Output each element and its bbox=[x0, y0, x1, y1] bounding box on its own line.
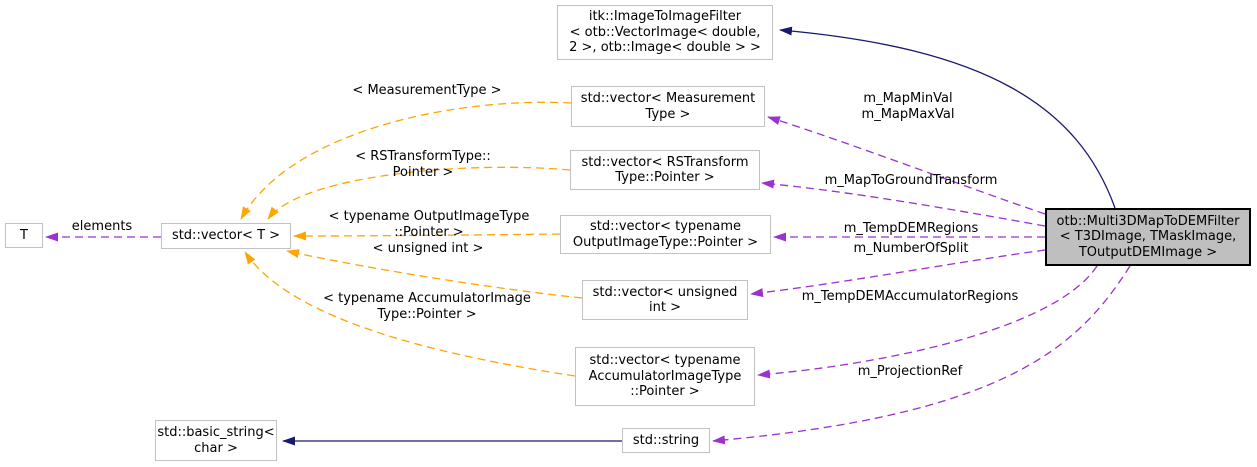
node-itk-imagetoimagefilter[interactable]: itk::ImageToImageFilter < otb::VectorIma… bbox=[557, 5, 773, 60]
node-std-vector-measurementtype[interactable]: std::vector< Measurement Type > bbox=[571, 86, 765, 127]
edge-label-projectionref: m_ProjectionRef bbox=[857, 364, 963, 379]
edge-label-outputimagetype-pointer: < typename OutputImageType ::Pointer > bbox=[328, 209, 530, 240]
edge-label-measurementtype: < MeasurementType > bbox=[352, 83, 502, 98]
node-std-string[interactable]: std::string bbox=[622, 428, 710, 453]
edge-usage-main-to-rstransform bbox=[761, 179, 1046, 227]
edge-template-accumulator-to-vectort bbox=[244, 251, 576, 377]
node-otb-multi3dmaptodemfilter[interactable]: otb::Multi3DMapToDEMFilter < T3DImage, T… bbox=[1045, 208, 1251, 266]
edge-template-unsigned-to-vectort bbox=[286, 249, 583, 299]
edge-usage-main-to-measurement bbox=[767, 116, 1046, 215]
edge-label-rstransformtype-pointer: < RSTransformType:: Pointer > bbox=[355, 149, 491, 180]
node-std-vector-accumulatorimagetype-pointer[interactable]: std::vector< typename AccumulatorImageTy… bbox=[575, 347, 755, 406]
edge-inheritance-main-to-itkfilter bbox=[779, 26, 1116, 209]
edge-label-maptogroundtransform: m_MapToGroundTransform bbox=[824, 173, 998, 188]
node-std-vector-t[interactable]: std::vector< T > bbox=[161, 223, 291, 249]
edge-usage-main-to-string bbox=[712, 265, 1131, 445]
edge-template-measurement-to-vectort bbox=[240, 101, 572, 220]
edge-label-unsigned-int: < unsigned int > bbox=[372, 241, 484, 256]
edge-label-elements: elements bbox=[71, 219, 133, 234]
edge-label-accumulatorimagetype-pointer: < typename AccumulatorImage Type::Pointe… bbox=[323, 291, 531, 322]
edge-label-mapminval-mapmaxval: m_MapMinVal m_MapMaxVal bbox=[861, 91, 955, 122]
edge-label-tempdemregions: m_TempDEMRegions bbox=[843, 221, 979, 236]
node-std-basic-string-char[interactable]: std::basic_string< char > bbox=[155, 420, 277, 461]
edge-label-numberofsplit: m_NumberOfSplit bbox=[853, 241, 969, 256]
node-std-vector-unsigned-int[interactable]: std::vector< unsigned int > bbox=[582, 280, 748, 320]
node-std-vector-outputimagetype-pointer[interactable]: std::vector< typename OutputImageType::P… bbox=[560, 215, 771, 254]
edge-template-outputimage-to-vectort bbox=[293, 231, 561, 241]
edge-usage-main-to-accumulator bbox=[757, 265, 1098, 379]
node-template-param-t: T bbox=[5, 223, 43, 248]
edge-usage-main-to-unsigned bbox=[750, 249, 1046, 298]
edge-label-tempdemaccumulatorregions: m_TempDEMAccumulatorRegions bbox=[801, 289, 1019, 304]
edge-template-rstransform-to-vectort bbox=[267, 166, 571, 220]
node-std-vector-rstransformtype-pointer[interactable]: std::vector< RSTransform Type::Pointer > bbox=[570, 150, 760, 190]
